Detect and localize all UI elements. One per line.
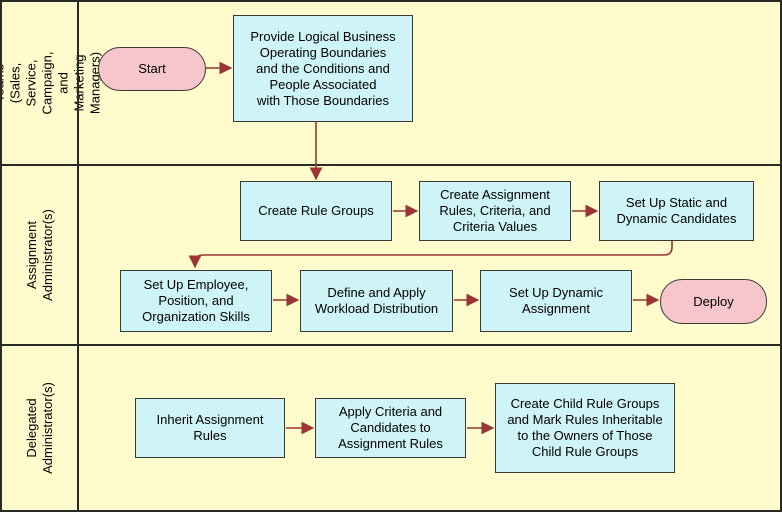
lane-divider-2	[0, 344, 782, 346]
create-assignment-rules-step: Create Assignment Rules, Criteria, and C…	[419, 181, 571, 241]
create-rule-groups-step: Create Rule Groups	[240, 181, 392, 241]
setup-static-dynamic-candidates-step: Set Up Static and Dynamic Candidates	[599, 181, 754, 241]
inherit-assignment-rules-step: Inherit Assignment Rules	[135, 398, 285, 458]
setup-dynamic-assignment-step: Set Up Dynamic Assignment	[480, 270, 632, 332]
lane-label-divider	[77, 0, 79, 512]
create-child-rule-groups-step: Create Child Rule Groups and Mark Rules …	[495, 383, 675, 473]
deploy-terminator: Deploy	[660, 279, 767, 324]
define-workload-distribution-step: Define and Apply Workload Distribution	[300, 270, 453, 332]
provide-boundaries-step: Provide Logical Business Operating Bound…	[233, 15, 413, 122]
start-terminator: Start	[98, 47, 206, 91]
setup-employee-skills-step: Set Up Employee, Position, and Organizat…	[120, 270, 272, 332]
arrow-setup-static-to-setup-employee	[188, 241, 673, 269]
apply-criteria-candidates-step: Apply Criteria and Candidates to Assignm…	[315, 398, 466, 458]
lane-divider-1	[0, 164, 782, 166]
